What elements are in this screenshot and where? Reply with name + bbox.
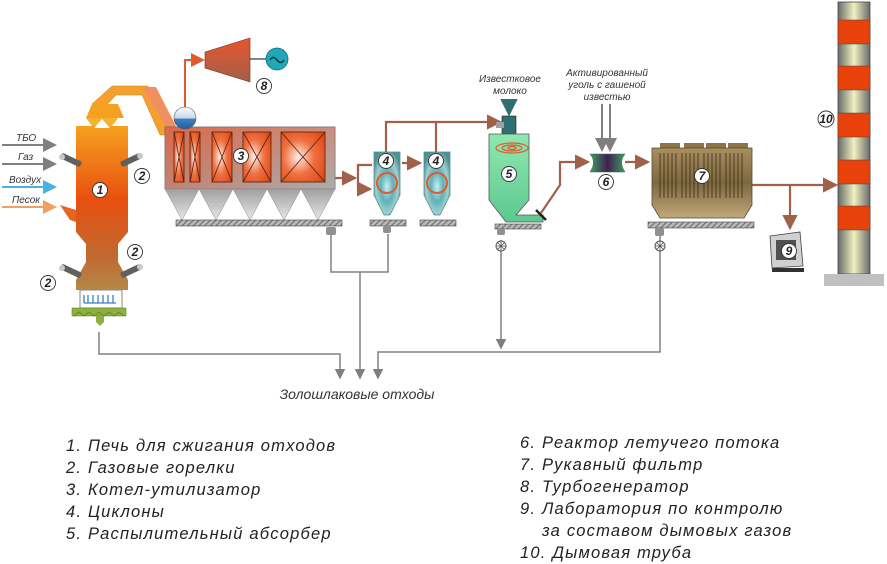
marker-circle bbox=[233, 148, 249, 164]
chimney-stack bbox=[824, 1, 884, 286]
marker-circle bbox=[781, 243, 797, 259]
marker-number: 1 bbox=[97, 183, 104, 197]
sand-label: Песок bbox=[12, 195, 41, 206]
marker-number: 2 bbox=[44, 276, 52, 290]
ash-waste-label: Золошлаковые отходы bbox=[280, 386, 436, 402]
boiler-discharge bbox=[326, 227, 336, 235]
marker-circle bbox=[694, 168, 710, 184]
furnace-hood bbox=[86, 104, 124, 118]
activated-carbon-label: уголь с гашеной bbox=[567, 80, 646, 91]
cyclone bbox=[419, 151, 457, 227]
rotary-valve-icon bbox=[654, 240, 666, 252]
marker-circle bbox=[428, 153, 444, 169]
flow-reactor bbox=[589, 104, 626, 173]
lime-milk-label: молоко bbox=[493, 86, 527, 97]
input-arrows: ТБО Газ Воздух Песок bbox=[2, 133, 57, 214]
marker-circle bbox=[598, 174, 614, 190]
marker-number: 5 bbox=[506, 167, 513, 181]
marker-number: 10 bbox=[819, 112, 833, 126]
gas-burner-icon bbox=[59, 264, 82, 278]
cyclone bbox=[369, 151, 407, 233]
marker-number: 4 bbox=[382, 154, 390, 168]
legend-item: 1. Печь для сжигания отходов bbox=[66, 437, 337, 455]
stack-band bbox=[837, 65, 871, 91]
marker-number: 8 bbox=[261, 79, 268, 93]
marker-circle bbox=[256, 78, 272, 94]
legend-right: 6. Реактор летучего потока 7. Рукавный ф… bbox=[520, 432, 792, 564]
legend-item: 3. Котел-утилизатор bbox=[66, 481, 262, 499]
feed-chute bbox=[60, 205, 76, 222]
steam-line bbox=[184, 53, 205, 110]
furnace-grate bbox=[79, 289, 123, 309]
marker-circle bbox=[92, 182, 108, 198]
stack-band bbox=[837, 205, 871, 231]
legend-item: 8. Турбогенератор bbox=[520, 478, 690, 496]
spray-absorber bbox=[488, 99, 547, 235]
legend-item: 10. Дымовая труба bbox=[520, 544, 693, 562]
gas-burner-icon bbox=[59, 153, 82, 167]
turbine bbox=[204, 37, 251, 83]
lime-milk-label: Известковое bbox=[479, 74, 541, 85]
grate-nozzles bbox=[83, 295, 116, 304]
legend-item: 2. Газовые горелки bbox=[66, 459, 236, 477]
marker-number: 2 bbox=[131, 245, 139, 259]
legend-item: 6. Реактор летучего потока bbox=[520, 434, 781, 452]
stack-band bbox=[837, 112, 871, 138]
boiler-conveyor bbox=[175, 219, 343, 227]
legend-item-continuation: за составом дымовых газов bbox=[542, 522, 793, 540]
boiler-hoppers bbox=[164, 188, 336, 221]
legend-left: 1. Печь для сжигания отходов 2. Газовые … bbox=[66, 435, 336, 545]
heat-exchanger-bundles bbox=[173, 131, 326, 183]
marker-circle bbox=[378, 153, 394, 169]
marker-circle bbox=[817, 110, 835, 128]
stack-band bbox=[837, 19, 871, 45]
activated-carbon-label: Активированный bbox=[565, 68, 648, 79]
activated-carbon-label: известью bbox=[584, 92, 631, 103]
steam-drum-icon bbox=[173, 106, 197, 130]
flue-gas-lines bbox=[335, 114, 839, 231]
ash-outlet bbox=[96, 316, 104, 326]
hood-inlet bbox=[94, 119, 110, 128]
marker-circle bbox=[40, 275, 56, 291]
stack-band bbox=[837, 159, 871, 185]
gas-label: Газ bbox=[18, 152, 33, 163]
marker-number: 4 bbox=[432, 154, 440, 168]
waste-heat-boiler bbox=[164, 106, 343, 235]
number-markers: 1 2 2 2 3 4 4 5 6 7 8 9 10 bbox=[40, 78, 835, 291]
tbo-label: ТБО bbox=[16, 133, 36, 144]
marker-circle bbox=[134, 168, 150, 184]
atomizer bbox=[501, 115, 517, 135]
legend-item: 5. Распылительный абсорбер bbox=[66, 525, 332, 543]
turbogenerator bbox=[184, 37, 289, 110]
furnace-body bbox=[76, 126, 128, 290]
bag-filter bbox=[647, 143, 755, 236]
furnace bbox=[59, 85, 178, 326]
legend-item: 7. Рукавный фильтр bbox=[520, 456, 704, 474]
marker-number: 2 bbox=[138, 169, 146, 183]
marker-number: 9 bbox=[786, 244, 793, 258]
gas-burner-icon bbox=[120, 153, 143, 167]
marker-circle bbox=[127, 244, 143, 260]
ash-lines bbox=[98, 234, 661, 380]
legend-item: 9. Лаборатория по контролю bbox=[520, 500, 784, 518]
legend-item: 4. Циклоны bbox=[66, 503, 166, 521]
marker-number: 3 bbox=[238, 149, 245, 163]
gas-burner-icon bbox=[120, 264, 143, 278]
marker-number: 7 bbox=[699, 169, 707, 183]
marker-number: 6 bbox=[603, 175, 610, 189]
air-label: Воздух bbox=[9, 175, 42, 186]
flue-duct-down bbox=[142, 87, 178, 136]
marker-circle bbox=[501, 166, 517, 182]
rotary-valve-icon bbox=[495, 240, 507, 252]
